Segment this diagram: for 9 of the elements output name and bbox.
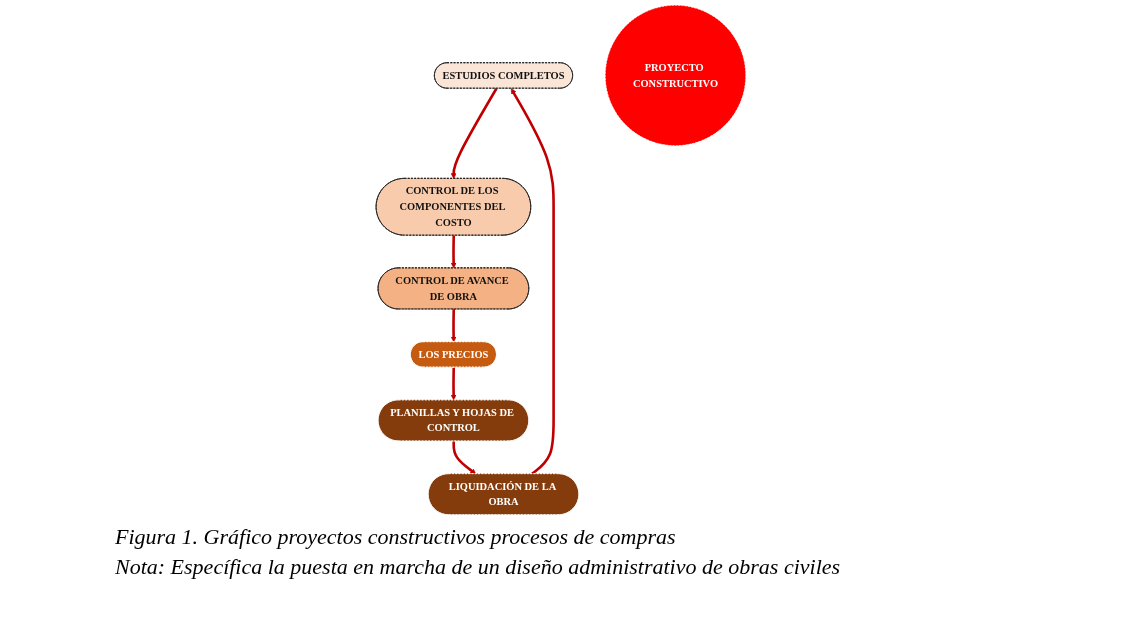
arrow	[452, 441, 477, 475]
figure-caption: Figura 1. Gráfico proyectos constructivos procesos de compras	[115, 524, 676, 550]
arrow	[450, 367, 457, 401]
note-text: Nota: Específica la puesta en marcha de un diseño administrativo de obras civiles	[115, 554, 841, 580]
node-circle: PROYECTO CONSTRUCTIVO	[605, 4, 747, 146]
arrow	[450, 309, 457, 343]
arrow	[450, 235, 457, 269]
arrow	[450, 87, 498, 179]
arrow	[511, 88, 555, 475]
